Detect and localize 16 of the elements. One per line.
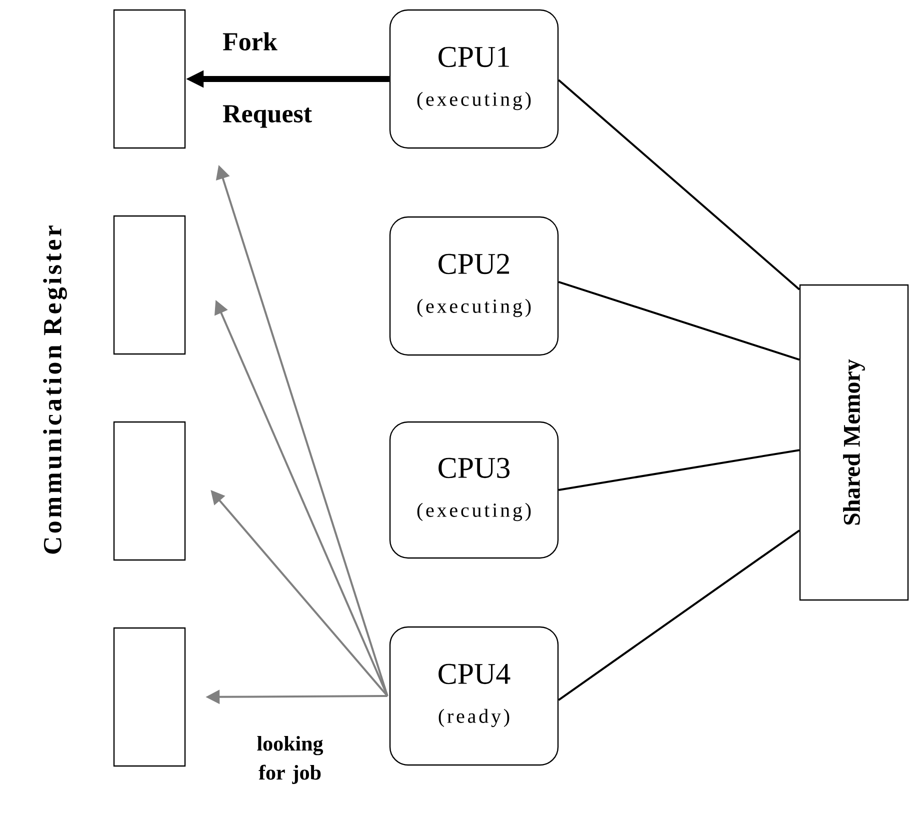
- edge-label: looking for job: [257, 736, 324, 784]
- connector-line: [558, 79, 800, 290]
- cpu-box: CPU1 (executing): [389, 9, 559, 149]
- edge-label: Fork Request: [222, 32, 312, 128]
- memory-box: Shared Memory: [799, 284, 909, 601]
- connector-line: [558, 530, 800, 701]
- cpu-box: CPU3 (executing): [389, 421, 559, 559]
- cpu-box: CPU4 (ready): [389, 626, 559, 766]
- register-box: [113, 421, 186, 561]
- register-box: [113, 627, 186, 767]
- axis-label: Communication Register: [43, 226, 67, 554]
- register-box: [113, 215, 186, 355]
- connector-line: [558, 449, 800, 491]
- connector-line: [558, 281, 800, 361]
- cpu-box: CPU2 (executing): [389, 216, 559, 356]
- register-box: [113, 9, 186, 149]
